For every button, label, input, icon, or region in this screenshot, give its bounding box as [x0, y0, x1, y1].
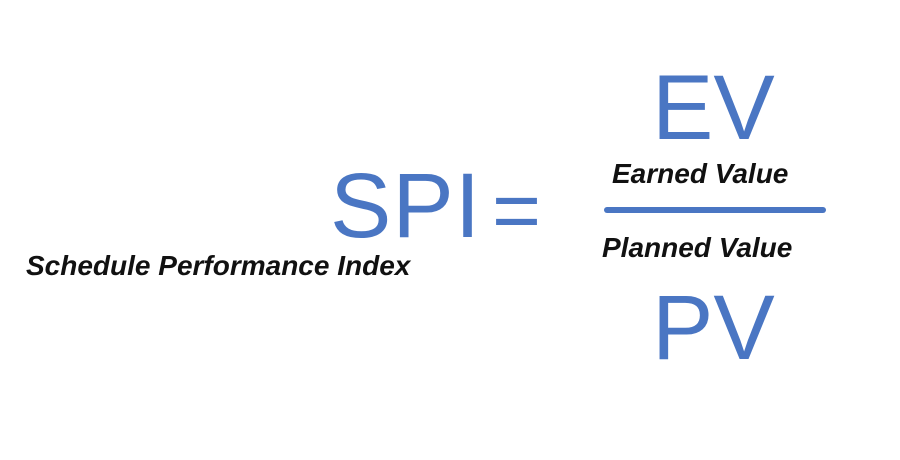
formula-numerator-label: Earned Value	[612, 158, 789, 189]
formula-denominator-symbol: PV	[652, 277, 775, 379]
formula-denominator-label: Planned Value	[602, 232, 793, 263]
fraction-bar	[604, 207, 826, 213]
formula-lhs-symbol: SPI	[330, 155, 482, 257]
formula-lhs-label: Schedule Performance Index	[26, 250, 411, 281]
formula-numerator-symbol: EV	[652, 57, 775, 159]
equals-sign: =	[492, 163, 542, 257]
